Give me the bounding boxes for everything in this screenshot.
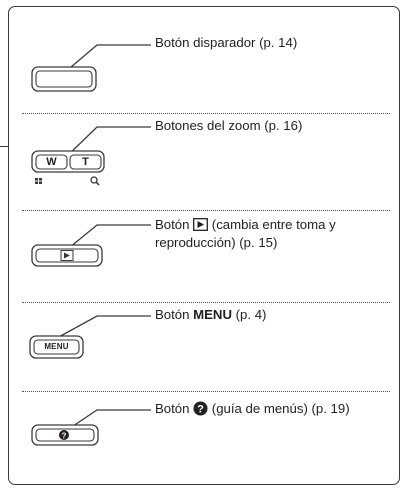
help-label-pre: Botón bbox=[155, 401, 194, 416]
side-tab-line bbox=[0, 146, 9, 148]
grid-icon bbox=[35, 178, 42, 184]
play-label-line2: reproducción) (p. 15) bbox=[155, 235, 278, 250]
shutter-button-label: Botón disparador (p. 14) bbox=[155, 35, 298, 50]
leader-line-play bbox=[63, 224, 151, 253]
separator bbox=[22, 302, 390, 303]
play-icon bbox=[193, 218, 209, 231]
svg-text:?: ? bbox=[62, 431, 67, 440]
leader-line-zoom bbox=[63, 126, 151, 160]
play-icon bbox=[60, 250, 74, 261]
menu-key: MENU bbox=[44, 342, 69, 351]
play-label-pre: Botón bbox=[155, 217, 194, 232]
question-icon: ? bbox=[193, 401, 208, 416]
instruction-frame bbox=[8, 6, 400, 485]
leader-line-menu bbox=[45, 315, 151, 345]
svg-text:?: ? bbox=[197, 404, 204, 416]
zoom-buttons-label: Botones del zoom (p. 16) bbox=[155, 118, 303, 133]
magnifier-icon bbox=[90, 176, 100, 186]
separator bbox=[22, 113, 390, 114]
separator bbox=[22, 210, 390, 211]
zoom-w-key: W bbox=[46, 156, 57, 168]
help-button-label: Botón ? (guía de menús) (p. 19) bbox=[155, 400, 350, 418]
menu-label-pre: Botón bbox=[155, 307, 194, 322]
help-label-post: (guía de menús) (p. 19) bbox=[208, 401, 350, 416]
play-button-label: Botón (cambia entre toma y reproducción)… bbox=[155, 216, 336, 252]
menu-label-post: (p. 4) bbox=[231, 307, 267, 322]
question-icon: ? bbox=[59, 430, 69, 440]
separator bbox=[22, 391, 390, 392]
leader-line-shutter bbox=[63, 44, 151, 74]
menu-button-label: Botón MENU (p. 4) bbox=[155, 306, 266, 324]
play-label-post: (cambia entre toma y bbox=[208, 217, 336, 232]
zoom-t-key: T bbox=[82, 156, 89, 168]
menu-label-bold: MENU bbox=[193, 307, 232, 322]
